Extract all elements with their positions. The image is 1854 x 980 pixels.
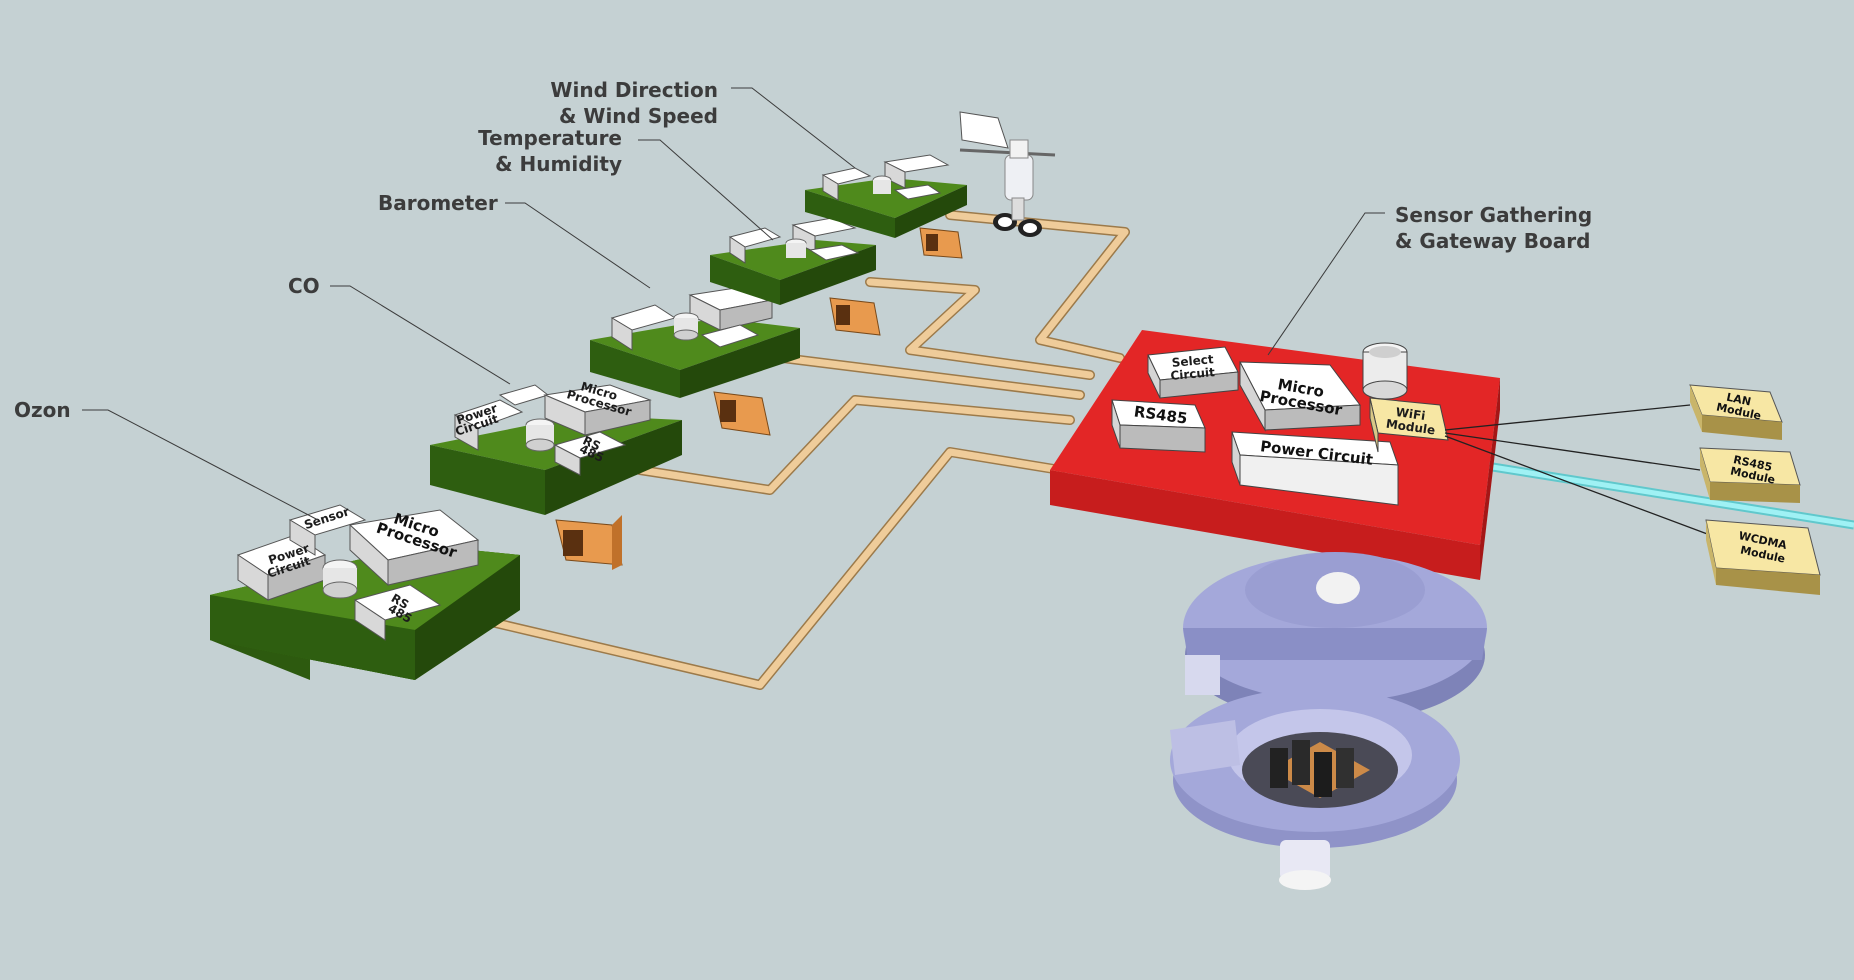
gateway-board: Select Circuit Micro Processor RS485 Pow… — [1050, 330, 1500, 580]
callout-temperature: Temperature — [478, 126, 622, 150]
callout-sensor-gathering: Sensor Gathering — [1395, 203, 1592, 227]
callout-leaders — [82, 87, 1385, 521]
enclosure-housing — [1170, 552, 1487, 890]
cable-network — [465, 210, 1130, 690]
sensor-node-ozon: Power Circuit Sensor Micro Processor RS … — [210, 504, 520, 680]
connector-box — [919, 227, 963, 259]
connector-box — [555, 515, 623, 570]
gateway-select-label-2: Circuit — [1170, 365, 1216, 383]
connector-box — [829, 297, 881, 336]
wind-vane-icon — [959, 111, 1056, 237]
callout-gateway-board: & Gateway Board — [1395, 229, 1590, 253]
gateway-select-label: Select — [1171, 352, 1214, 370]
callout-barometer: Barometer — [378, 191, 498, 215]
wcdma-module: WCDMA Module — [1705, 519, 1821, 595]
sensor-node-co: Power Circuit Micro Processor RS 485 — [430, 379, 682, 515]
module-links — [1444, 404, 1711, 536]
callout-co: CO — [288, 274, 320, 298]
sensor-node-wind — [805, 154, 967, 238]
gateway-wifi-label: WiFi — [1395, 405, 1426, 423]
lan-module: LAN Module — [1689, 384, 1783, 440]
svg-text:RS: RS — [581, 433, 603, 453]
rs485-module: RS485 Module — [1699, 447, 1801, 503]
callout-humidity: & Humidity — [495, 152, 622, 176]
connector-boxes — [555, 227, 963, 570]
callout-wind-direction: Wind Direction — [550, 78, 718, 102]
callout-wind-speed: & Wind Speed — [559, 104, 718, 128]
sensor-node-temperature-humidity — [710, 217, 876, 305]
callout-ozon: Ozon — [14, 398, 71, 422]
gateway-wifi-label-2: Module — [1385, 417, 1436, 438]
lan-module-label: LAN — [1725, 391, 1752, 409]
connector-box — [713, 391, 771, 436]
sensor-node-barometer — [590, 286, 800, 398]
